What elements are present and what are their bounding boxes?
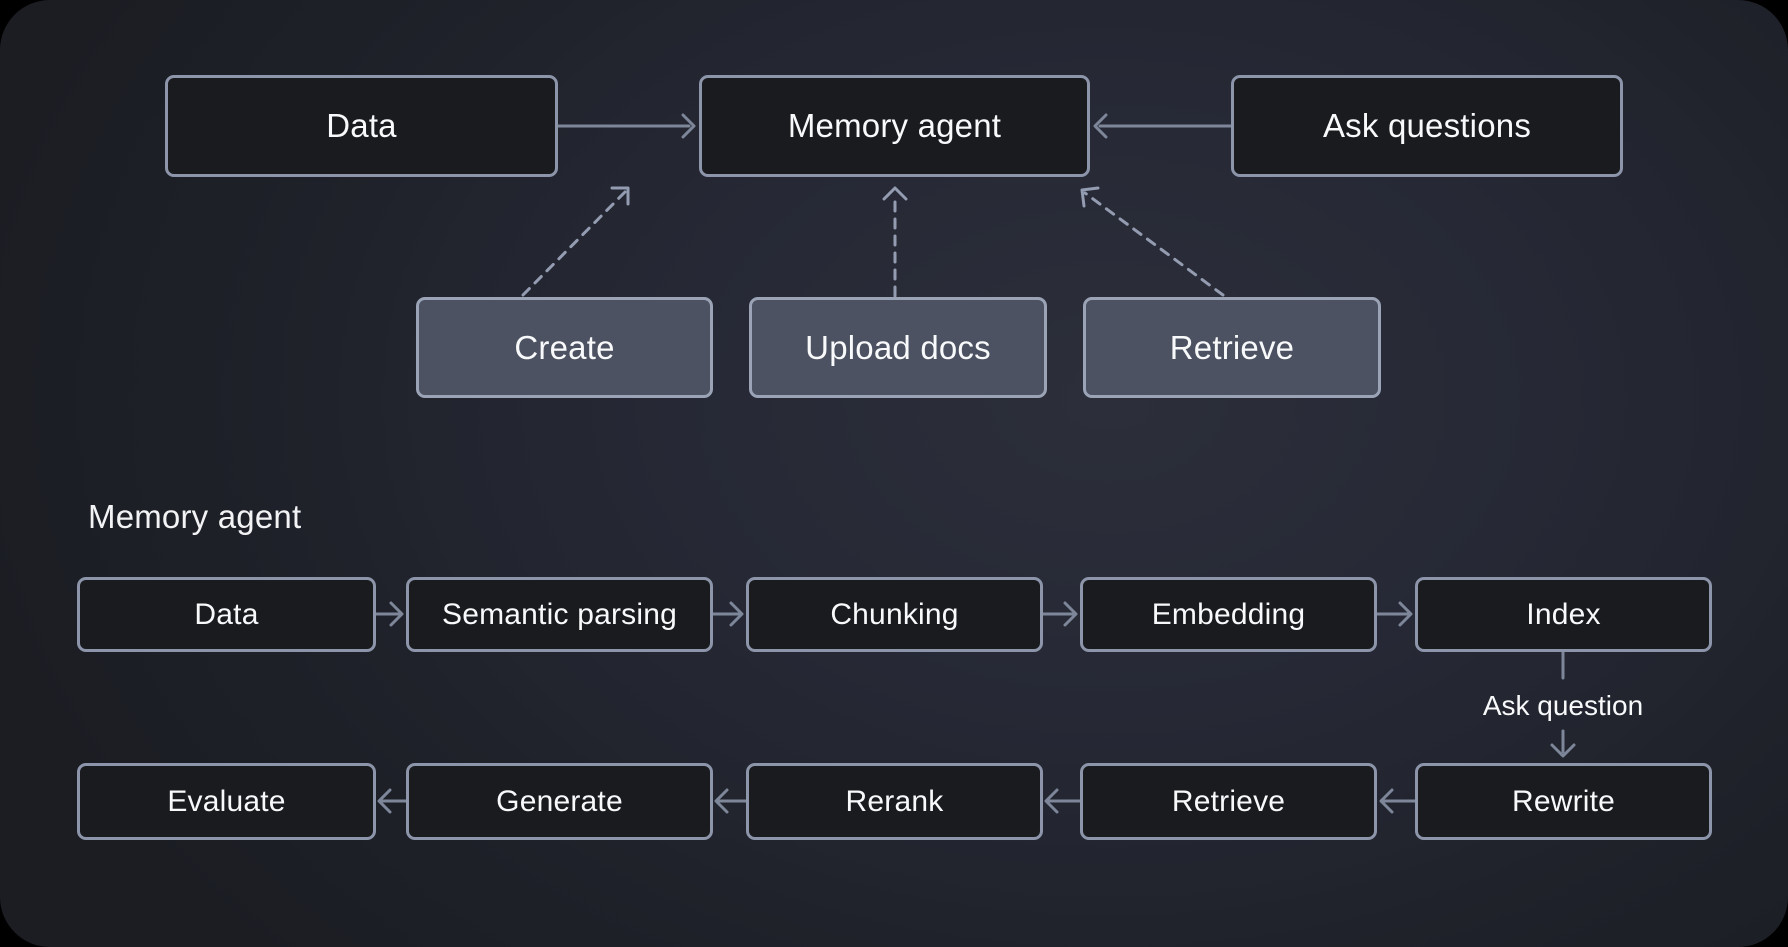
node-chunking: Chunking (746, 577, 1043, 652)
arrow-retrieve-to-rerank (1044, 788, 1082, 814)
section-title-memory-agent: Memory agent (88, 498, 302, 535)
node-ask-questions: Ask questions (1231, 75, 1623, 177)
arrow-ask-questions-to-memory-agent (1093, 113, 1233, 139)
node-generate: Generate (406, 763, 713, 840)
node-create-action: Create (416, 297, 713, 398)
arrow-rerank-to-generate (714, 788, 748, 814)
node-pipeline-data: Data (77, 577, 376, 652)
node-rewrite: Rewrite (1415, 763, 1712, 840)
node-retrieve-action: Retrieve (1083, 297, 1381, 398)
arrow-data-to-semantic-parsing (374, 601, 404, 627)
arrow-chunking-to-embedding (1041, 601, 1078, 627)
node-index: Index (1415, 577, 1712, 652)
node-data-source: Data (165, 75, 558, 177)
dashed-arrow-retrieve-to-memory-agent (1080, 186, 1225, 297)
arrow-embedding-to-index (1375, 601, 1413, 627)
dashed-arrow-create-to-memory-agent (521, 186, 630, 297)
edge-label-ask-question: Ask question (1482, 690, 1644, 721)
node-rerank: Rerank (746, 763, 1043, 840)
arrow-generate-to-evaluate (377, 788, 408, 814)
node-semantic-parsing: Semantic parsing (406, 577, 713, 652)
node-embedding: Embedding (1080, 577, 1377, 652)
arrow-semantic-parsing-to-chunking (711, 601, 744, 627)
arrow-data-to-memory-agent (556, 113, 696, 139)
dashed-arrow-upload-docs-to-memory-agent (882, 186, 908, 298)
arrow-rewrite-to-retrieve (1379, 788, 1417, 814)
node-upload-docs-action: Upload docs (749, 297, 1047, 398)
node-memory-agent: Memory agent (699, 75, 1090, 177)
node-retrieve-step: Retrieve (1080, 763, 1377, 840)
node-evaluate: Evaluate (77, 763, 376, 840)
